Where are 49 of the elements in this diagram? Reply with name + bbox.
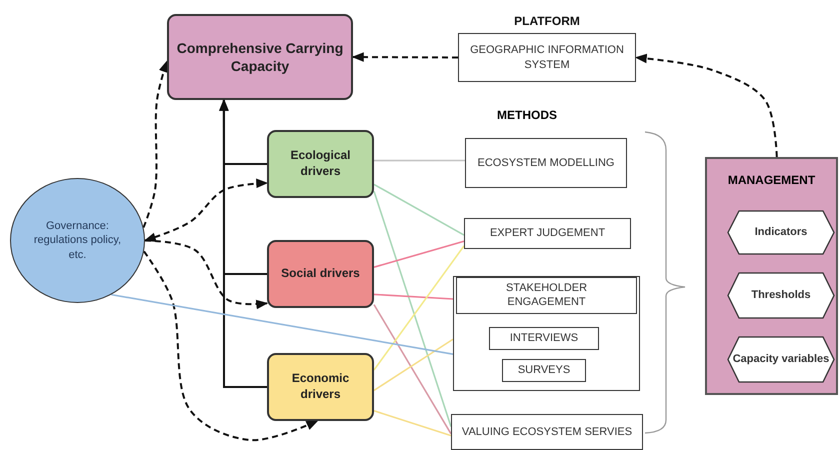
group-heading: STAKEHOLDER ENGAGEMENT	[456, 277, 637, 314]
arrow	[144, 178, 268, 242]
node-label: Economic drivers	[290, 371, 350, 403]
node-label: EXPERT JUDGEMENT	[488, 226, 606, 241]
connector-line	[374, 410, 452, 436]
node-label: Governance: regulations policy, etc.	[32, 219, 122, 262]
method-group-box	[453, 276, 640, 391]
arrow	[634, 54, 778, 158]
method-box	[502, 359, 586, 382]
connector-line	[373, 304, 452, 434]
outcome-box	[167, 14, 353, 100]
connector-line	[373, 245, 465, 370]
node-label: Social drivers	[280, 266, 361, 282]
node-label: INTERVIEWS	[508, 331, 580, 346]
driver-box	[267, 130, 374, 198]
node-label: VALUING ECOSYSTEM SERVIES	[460, 424, 634, 440]
connector-line	[374, 240, 464, 268]
section-heading: PLATFORM	[513, 14, 581, 28]
section-heading: METHODS	[497, 108, 557, 122]
arrow	[219, 98, 267, 388]
hexagon-shape	[727, 210, 835, 255]
node-label: Comprehensive Carrying Capacity	[176, 38, 344, 76]
connector-line	[111, 294, 454, 355]
arrow	[352, 52, 458, 62]
management-panel	[705, 157, 838, 395]
node-label: GEOGRAPHIC INFORMATION SYSTEM	[469, 43, 625, 72]
driver-box	[267, 353, 374, 421]
arrow	[143, 250, 318, 442]
connector-line	[374, 294, 454, 300]
connector-line	[374, 184, 464, 236]
arrow	[142, 60, 168, 228]
method-box	[489, 327, 599, 350]
node-label: SURVEYS	[516, 363, 572, 378]
method-box	[465, 138, 627, 188]
node-label: Ecological drivers	[289, 148, 352, 180]
panel-heading: MANAGEMENT	[728, 173, 816, 187]
arrow	[144, 240, 268, 310]
node-label: Indicators	[754, 225, 808, 240]
node-label: Capacity variables	[732, 352, 830, 367]
method-box	[451, 414, 643, 450]
method-box	[464, 218, 631, 249]
hexagon-shape	[727, 336, 835, 383]
connector-line	[374, 338, 454, 392]
hexagon-shape	[727, 272, 835, 319]
node-label: ECOSYSTEM MODELLING	[476, 156, 616, 170]
node-label: Thresholds	[750, 288, 812, 303]
driver-box	[267, 240, 374, 308]
connector-line	[373, 190, 452, 427]
connector-line	[374, 160, 465, 162]
